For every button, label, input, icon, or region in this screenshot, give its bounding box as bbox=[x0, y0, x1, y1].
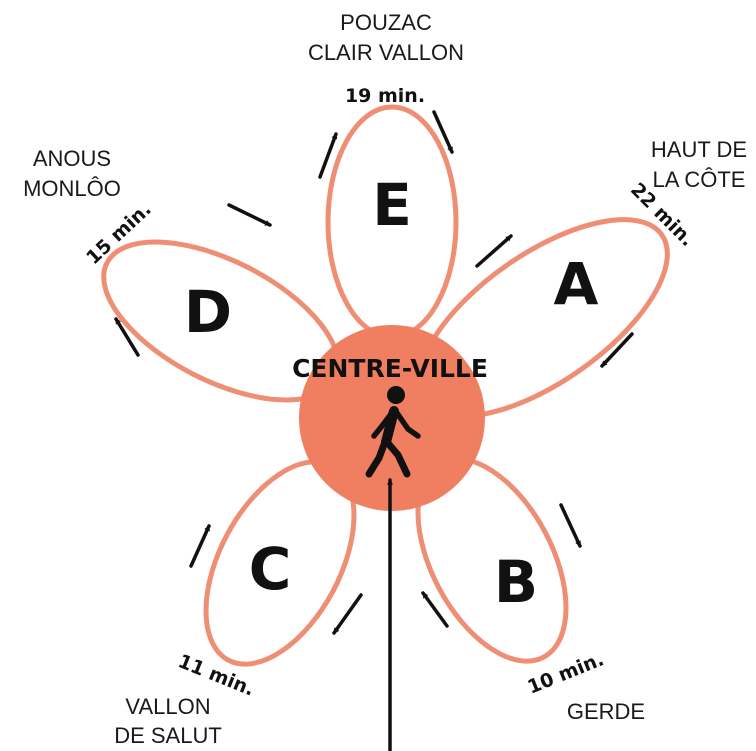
pedestrian-icon bbox=[365, 386, 421, 478]
arrow-a-up bbox=[475, 234, 513, 268]
arrow-b-up bbox=[421, 591, 449, 628]
direction-arrows bbox=[114, 110, 634, 751]
loop-c-letter: C bbox=[249, 535, 292, 603]
loop-d-place-line2: MONLÔO bbox=[23, 176, 121, 201]
arrow-c-up bbox=[189, 524, 211, 568]
loop-b-time: 10 min. bbox=[524, 648, 607, 698]
loop-e-time: 19 min. bbox=[345, 85, 425, 107]
loop-a-letter: A bbox=[554, 250, 599, 318]
loop-c-place-line2: DE SALUT bbox=[114, 723, 222, 748]
arrow-e-up bbox=[318, 132, 338, 179]
centre-ville-label: CENTRE-VILLE bbox=[292, 354, 488, 383]
loop-a-place-line1: HAUT DE bbox=[651, 137, 747, 162]
loop-e-letter: E bbox=[372, 171, 412, 239]
arrow-d-right bbox=[227, 203, 272, 227]
arrow-b-down bbox=[559, 503, 582, 548]
loop-b-place: GERDE bbox=[567, 699, 645, 724]
loop-b-letter: B bbox=[494, 548, 538, 616]
arrow-a-down bbox=[600, 332, 634, 368]
loop-d-time: 15 min. bbox=[82, 198, 156, 269]
loop-c-place-line1: VALLON bbox=[125, 694, 210, 719]
loop-d-letter: D bbox=[184, 278, 232, 346]
loop-e-place-line2: CLAIR VALLON bbox=[308, 40, 464, 65]
loop-e-place-line1: POUZAC bbox=[340, 10, 432, 35]
arrow-c-down bbox=[332, 593, 363, 635]
arrow-d-up bbox=[114, 317, 140, 357]
arrow-e-down bbox=[432, 110, 454, 154]
loop-a-place-line2: LA CÔTE bbox=[653, 167, 746, 192]
loop-d-place-line1: ANOUS bbox=[33, 146, 111, 171]
